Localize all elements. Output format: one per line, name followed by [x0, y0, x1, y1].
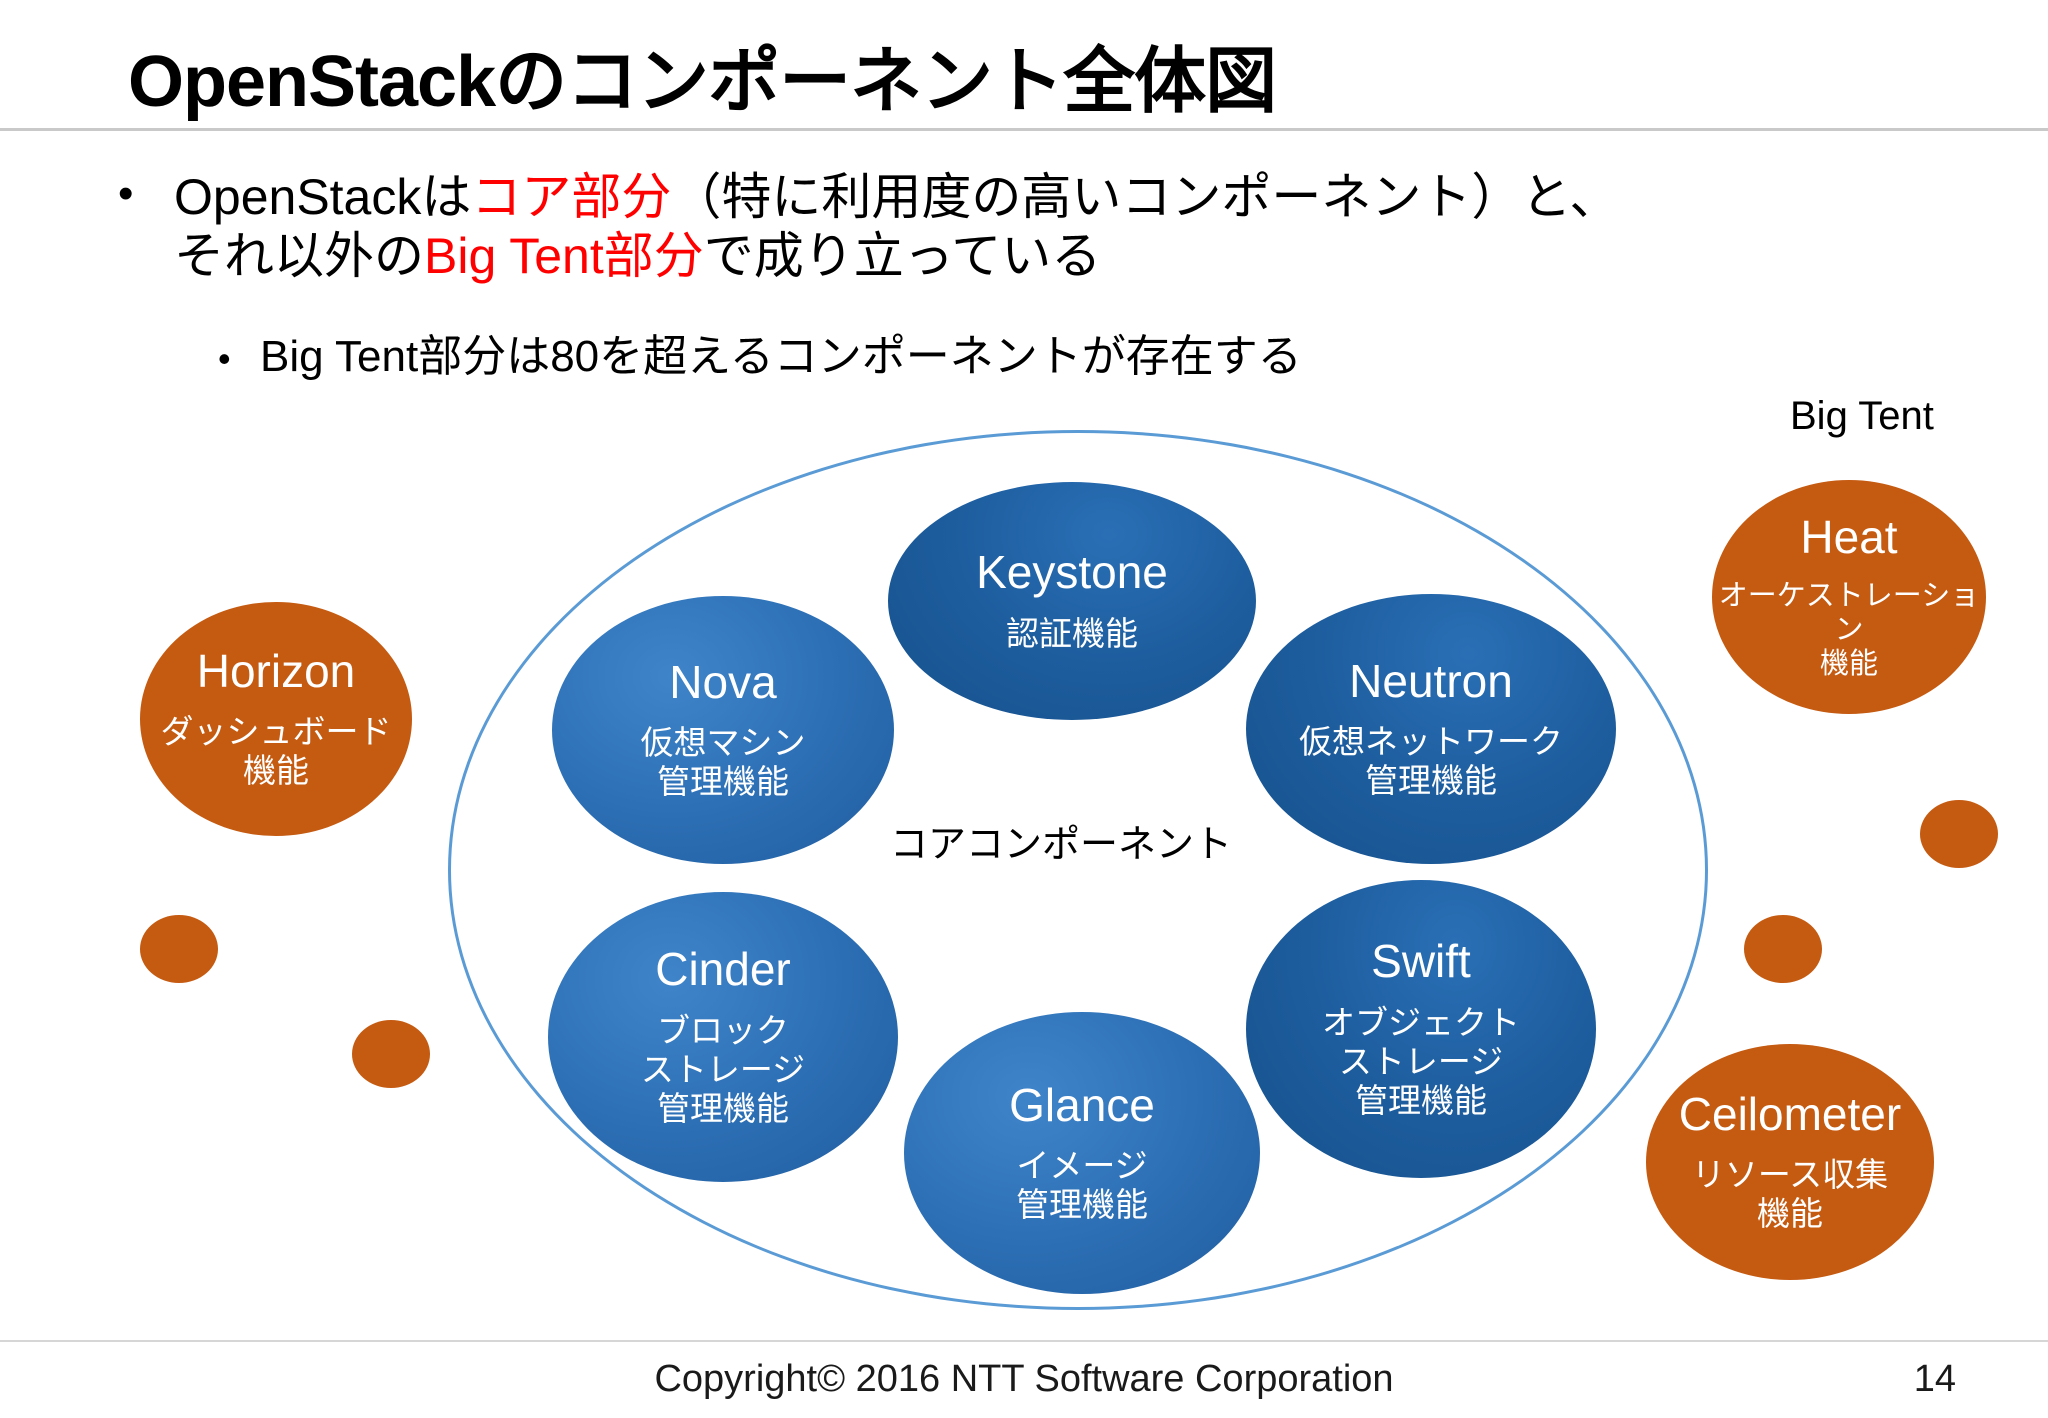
component-desc: 認証機能 — [1006, 614, 1138, 652]
component-desc: リソース収集 機能 — [1691, 1156, 1889, 1233]
component-desc: オブジェクト ストレージ 管理機能 — [1322, 1003, 1520, 1119]
decorative-blob-right-lower — [1744, 915, 1822, 983]
bullet-level1: • OpenStackはコア部分（特に利用度の高いコンポーネント）と、それ以外の… — [118, 168, 1918, 286]
decorative-blob-left-lower — [352, 1020, 430, 1088]
component-ellipse-swift[interactable]: Swift オブジェクト ストレージ 管理機能 — [1246, 880, 1596, 1178]
component-ellipse-keystone[interactable]: Keystone 認証機能 — [888, 482, 1256, 720]
component-ellipse-ceilometer[interactable]: Ceilometer リソース収集 機能 — [1646, 1044, 1934, 1280]
component-name: Nova — [669, 655, 777, 708]
component-name: Swift — [1371, 935, 1471, 988]
decorative-blob-left-upper — [140, 915, 218, 983]
bullet-marker-icon: • — [118, 169, 134, 218]
decorative-blob-right-upper — [1920, 800, 1998, 868]
bullet-highlight-core: コア部分 — [471, 169, 672, 225]
page-title: OpenStackのコンポーネント全体図 — [128, 42, 1277, 122]
component-name: Keystone — [976, 546, 1168, 599]
bullet-text-part4: で成り立っている — [703, 228, 1102, 284]
component-name: Glance — [1009, 1078, 1155, 1131]
component-ellipse-neutron[interactable]: Neutron 仮想ネットワーク 管理機能 — [1246, 594, 1616, 864]
bullet-text-part3: それ以外の — [174, 228, 424, 284]
component-desc: 仮想マシン 管理機能 — [640, 724, 806, 801]
component-ellipse-cinder[interactable]: Cinder ブロック ストレージ 管理機能 — [548, 892, 898, 1182]
bullet-level1-text: OpenStackはコア部分（特に利用度の高いコンポーネント）と、それ以外のBi… — [174, 168, 1918, 286]
bullet-text-part1: OpenStackは — [174, 169, 472, 225]
bullet-level2: • Big Tent部分は80を超えるコンポーネントが存在する — [218, 320, 1302, 384]
title-divider — [0, 128, 2048, 131]
core-boundary-ellipse — [448, 430, 1708, 1310]
component-desc: ダッシュボード 機能 — [160, 713, 392, 790]
bullet-text-part2: （特に利用度の高いコンポーネント）と、 — [671, 169, 1620, 225]
page-number: 14 — [1913, 1358, 1956, 1400]
component-ellipse-horizon[interactable]: Horizon ダッシュボード 機能 — [140, 602, 412, 836]
footer-copyright: Copyright© 2016 NTT Software Corporation — [654, 1358, 1394, 1400]
component-name: Heat — [1800, 510, 1898, 563]
bigtent-label: Big Tent — [1790, 394, 1934, 438]
bullet-marker-sub-icon: • — [218, 338, 231, 379]
bullet-level2-text: Big Tent部分は80を超えるコンポーネントが存在する — [260, 332, 1302, 381]
component-ellipse-heat[interactable]: Heat オーケストレーション 機能 — [1712, 480, 1986, 714]
component-name: Horizon — [196, 644, 356, 697]
component-desc: ブロック ストレージ 管理機能 — [640, 1011, 806, 1127]
component-name: Cinder — [655, 943, 791, 996]
component-desc: オーケストレーション 機能 — [1718, 579, 1980, 681]
core-components-label: コアコンポーネント — [890, 824, 1233, 866]
component-desc: 仮想ネットワーク 管理機能 — [1299, 723, 1563, 800]
component-diagram: Big Tent コアコンポーネント Keystone 認証機能 Nova 仮想… — [0, 380, 2048, 1330]
component-name: Neutron — [1349, 654, 1513, 707]
component-ellipse-glance[interactable]: Glance イメージ 管理機能 — [904, 1012, 1260, 1294]
bullet-highlight-bigtent: Big Tent部分 — [424, 228, 704, 284]
component-name: Ceilometer — [1678, 1087, 1902, 1140]
component-ellipse-nova[interactable]: Nova 仮想マシン 管理機能 — [552, 596, 894, 864]
footer-divider — [0, 1340, 2048, 1342]
component-desc: イメージ 管理機能 — [1016, 1147, 1148, 1224]
